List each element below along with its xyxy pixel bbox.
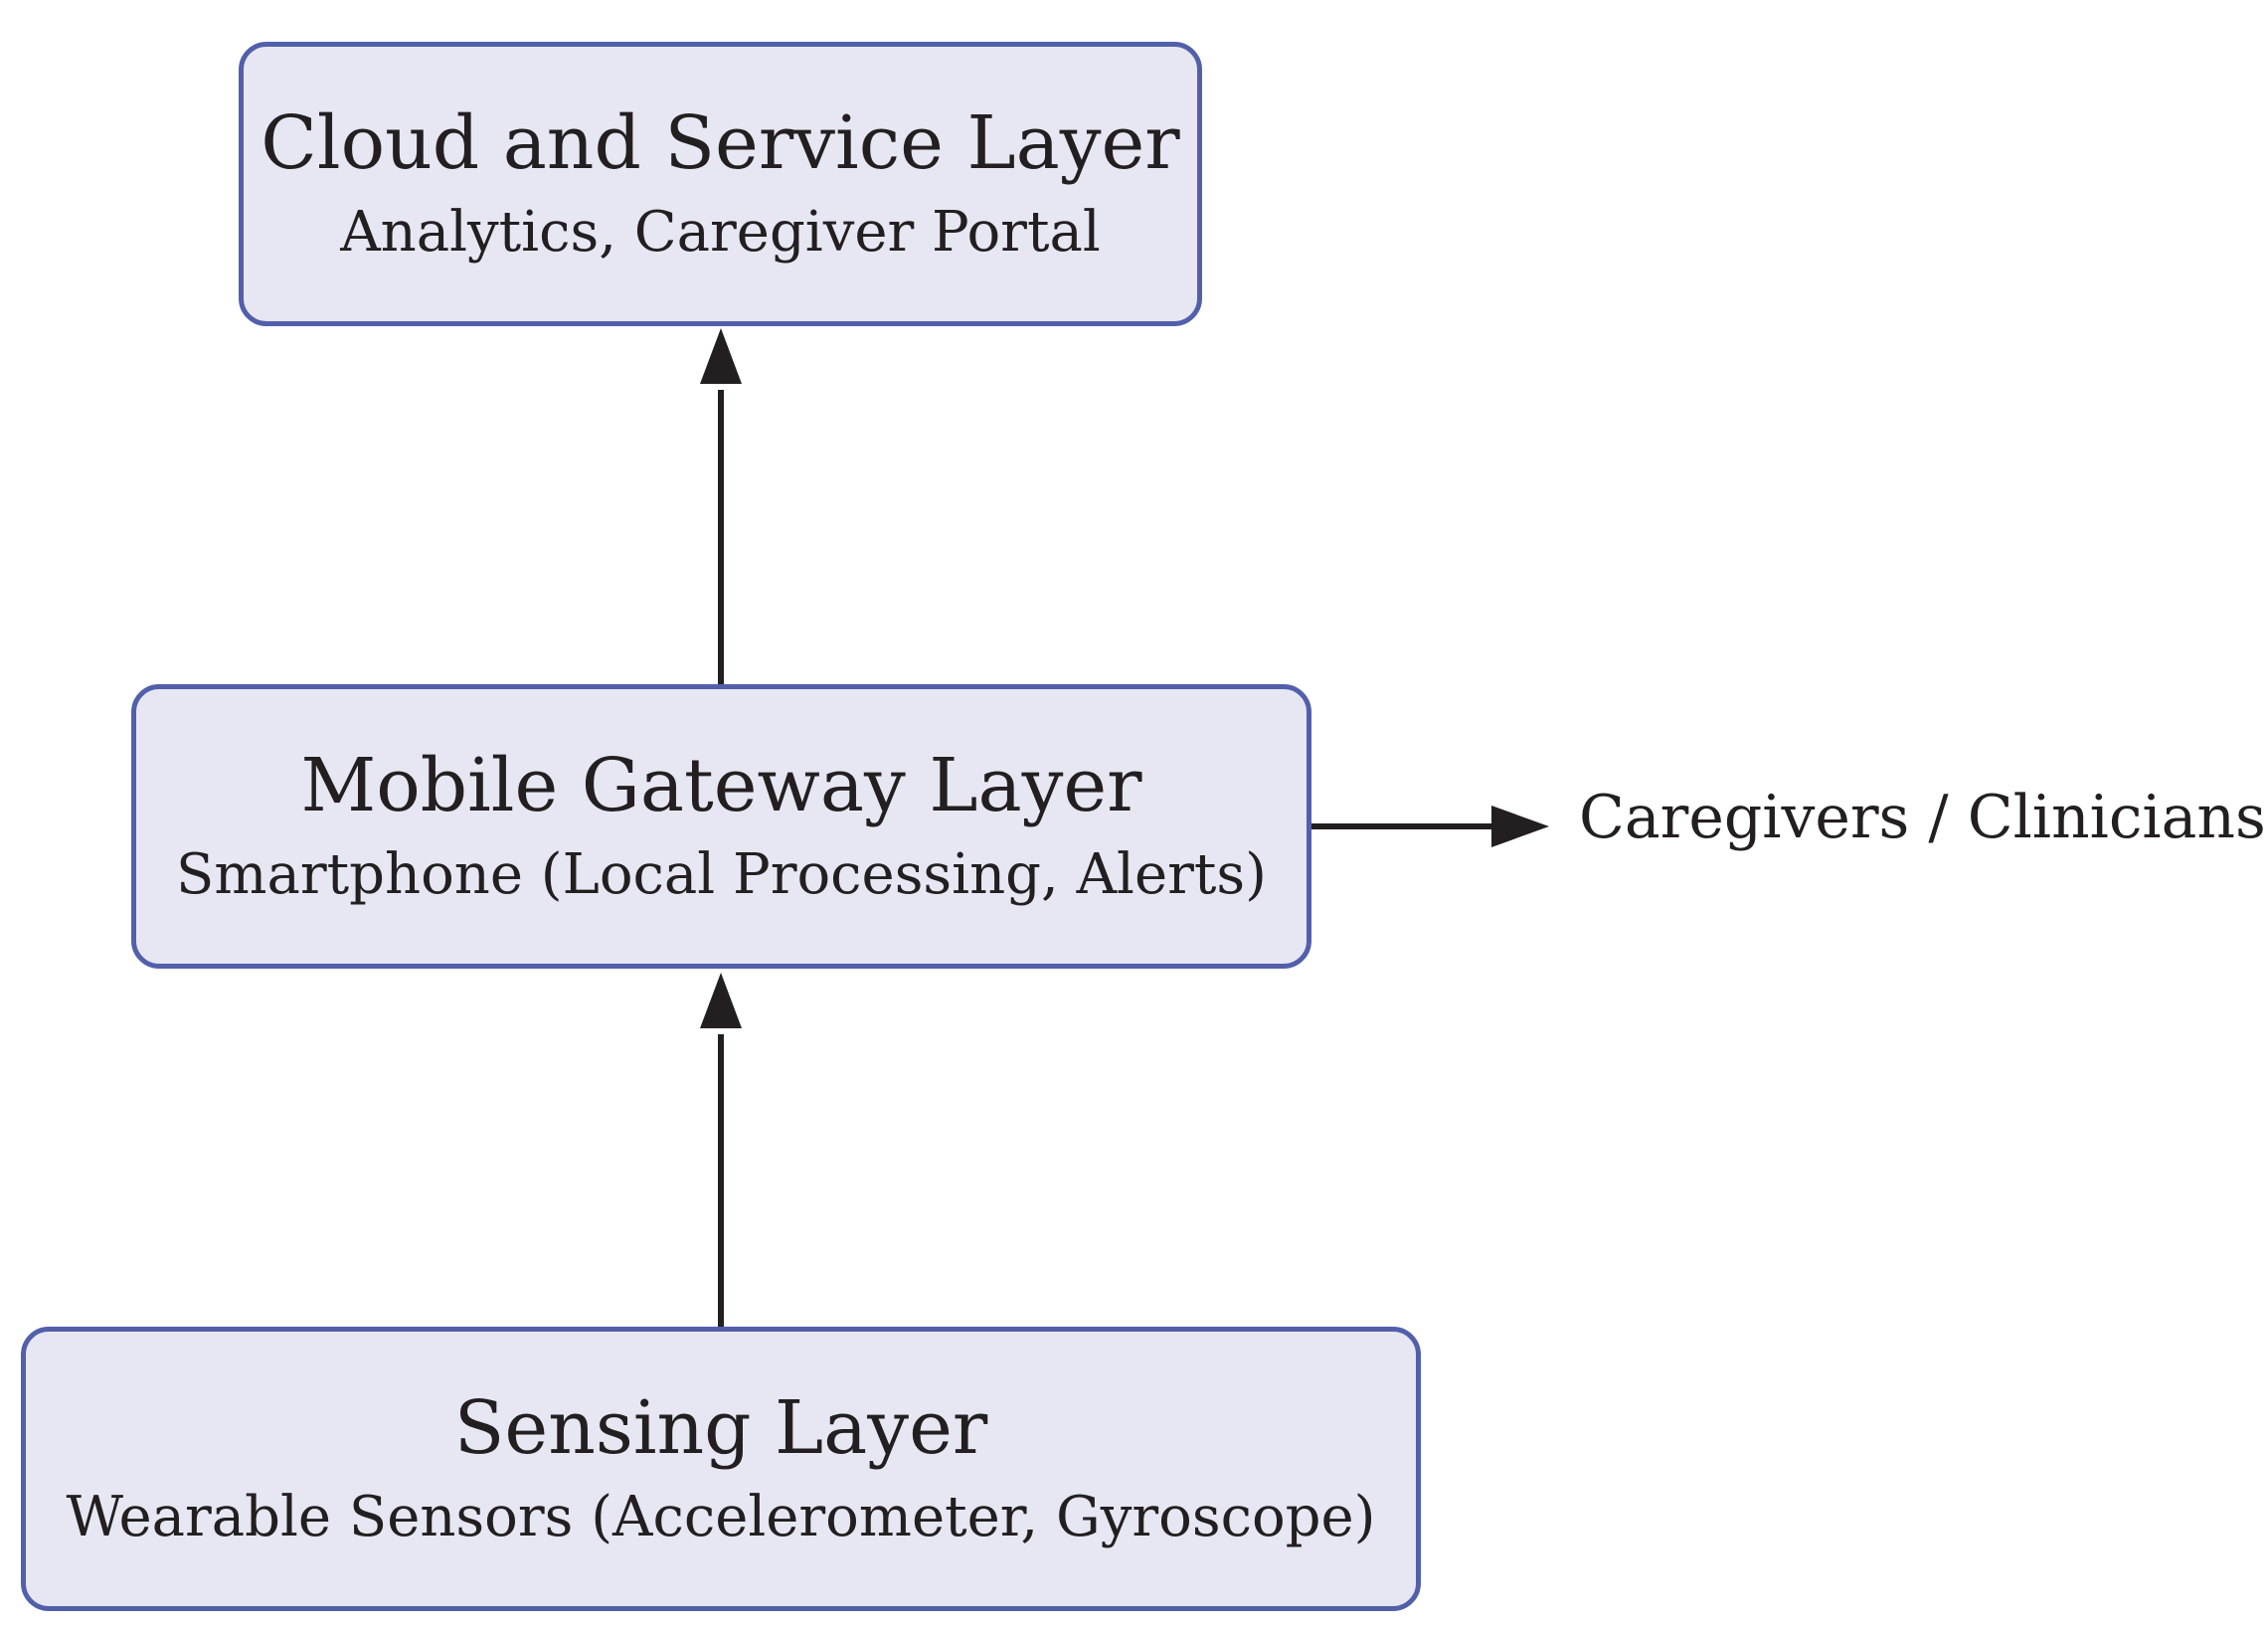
cloud-layer-title: Cloud and Service Layer <box>261 100 1180 187</box>
cloud-service-layer-box: Cloud and Service Layer Analytics, Careg… <box>239 42 1202 326</box>
sensing-layer-subtitle: Wearable Sensors (Accelerometer, Gyrosco… <box>66 1484 1376 1549</box>
arrowhead-gateway-to-cloud <box>700 328 742 384</box>
cloud-layer-subtitle: Analytics, Caregiver Portal <box>340 199 1101 265</box>
gateway-layer-subtitle: Smartphone (Local Processing, Alerts) <box>176 841 1267 907</box>
sensing-layer-box: Sensing Layer Wearable Sensors (Accelero… <box>21 1327 1421 1611</box>
arrowhead-gateway-to-caregivers <box>1491 806 1549 847</box>
arrowhead-sensing-to-gateway <box>700 973 742 1028</box>
mobile-gateway-layer-box: Mobile Gateway Layer Smartphone (Local P… <box>131 684 1311 969</box>
sensing-layer-title: Sensing Layer <box>453 1385 988 1472</box>
gateway-layer-title: Mobile Gateway Layer <box>300 743 1142 829</box>
caregivers-clinicians-label: Caregivers / Clinicians <box>1579 783 2266 852</box>
